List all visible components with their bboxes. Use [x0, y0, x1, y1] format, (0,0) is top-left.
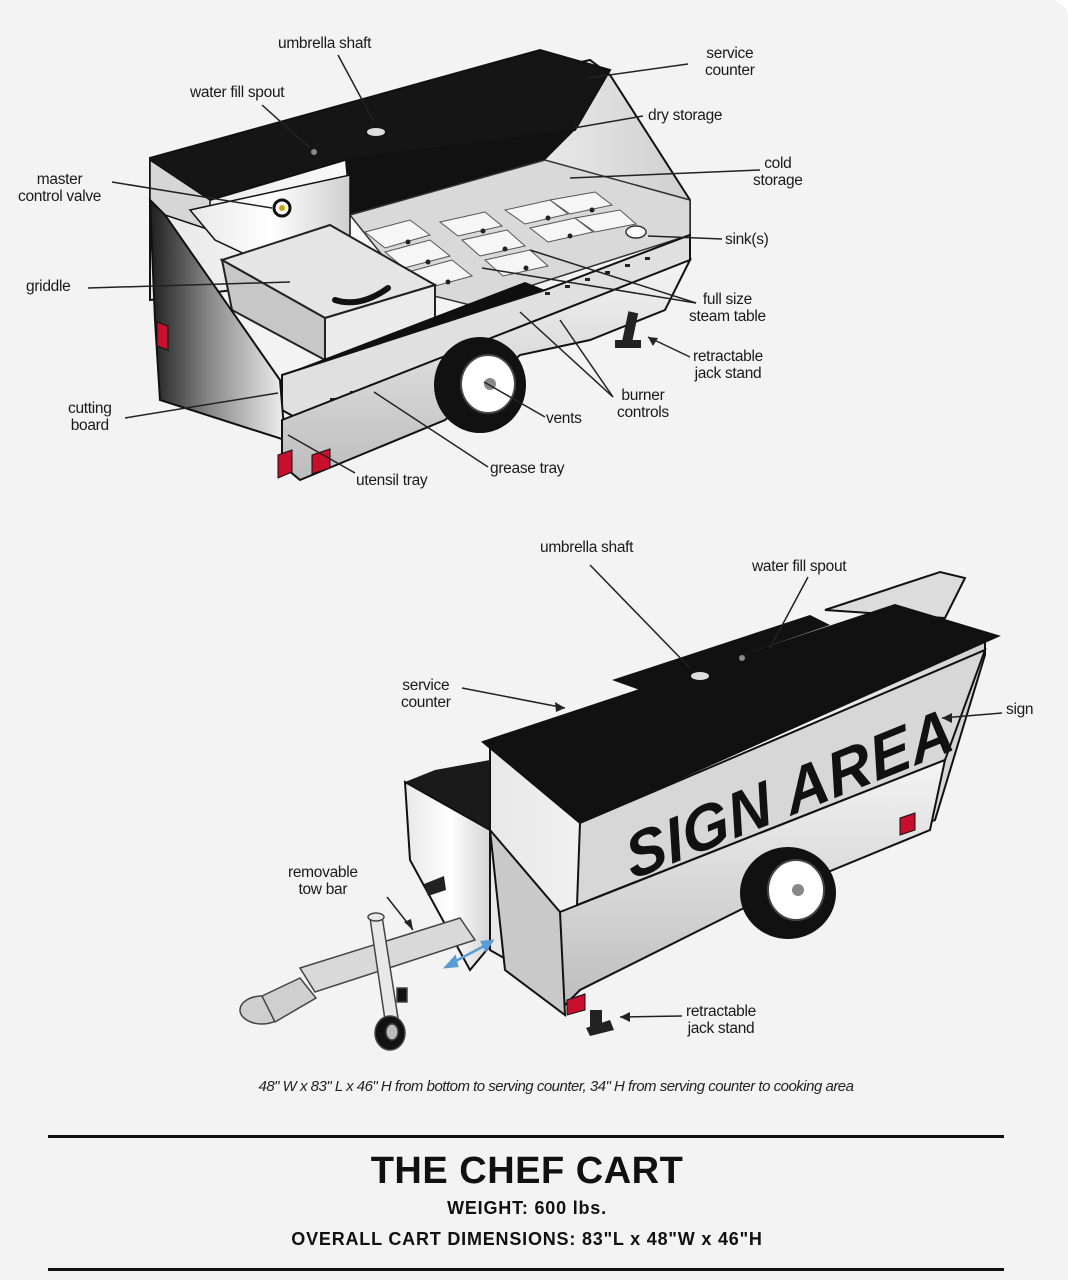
label-griddle: griddle [26, 278, 71, 295]
label-sinks: sink(s) [725, 231, 769, 248]
label-water-fill-spout-bottom: water fill spout [752, 558, 847, 575]
weight-spec: WEIGHT: 600 lbs. [447, 1198, 607, 1218]
sink [625, 225, 647, 239]
umbrella-hole [691, 672, 709, 680]
label-utensil-tray: utensil tray [356, 472, 428, 489]
reflector [156, 321, 169, 351]
label-dry-storage: dry storage [648, 107, 723, 124]
overall-dimensions-spec: OVERALL CART DIMENSIONS: 83"L x 48"W x 4… [291, 1229, 763, 1249]
tow-bar [239, 912, 477, 1051]
bottom-cart-wheel [740, 847, 836, 939]
dry-storage-compartment [345, 130, 575, 215]
leader-arrowheads [404, 337, 952, 1022]
top-cart-wheel [434, 337, 526, 433]
water-spout [311, 149, 317, 155]
page-title: THE CHEF CART [370, 1150, 684, 1192]
bottom-cart [239, 570, 1001, 1051]
umbrella-hole [367, 128, 385, 136]
label-umbrella-shaft-bottom: umbrella shaft [540, 539, 634, 556]
rear-counter [612, 615, 830, 690]
water-spout [739, 655, 745, 661]
top-jack-stand [615, 311, 641, 348]
reflector [277, 449, 293, 479]
front-box [403, 780, 497, 972]
reflector [566, 993, 586, 1016]
label-water-fill-spout: water fill spout [190, 84, 285, 101]
griddle-handle [332, 285, 391, 306]
divider-bottom [48, 1268, 1004, 1271]
top-cart [148, 48, 693, 482]
service-counter-slab [480, 603, 1001, 825]
bottom-jack-stand [424, 876, 614, 1036]
label-grease-tray: grease tray [490, 460, 565, 477]
divider-top [48, 1135, 1004, 1138]
reflector [899, 812, 916, 836]
cart-rear-face [488, 826, 567, 1018]
removable-arrow [442, 939, 495, 969]
label-sign: sign [1006, 701, 1034, 718]
label-vents: vents [546, 410, 582, 427]
dimensions-note: 48" W x 83" L x 46" H from bottom to ser… [258, 1078, 855, 1095]
label-umbrella-shaft: umbrella shaft [278, 35, 372, 52]
reflector [311, 448, 331, 475]
